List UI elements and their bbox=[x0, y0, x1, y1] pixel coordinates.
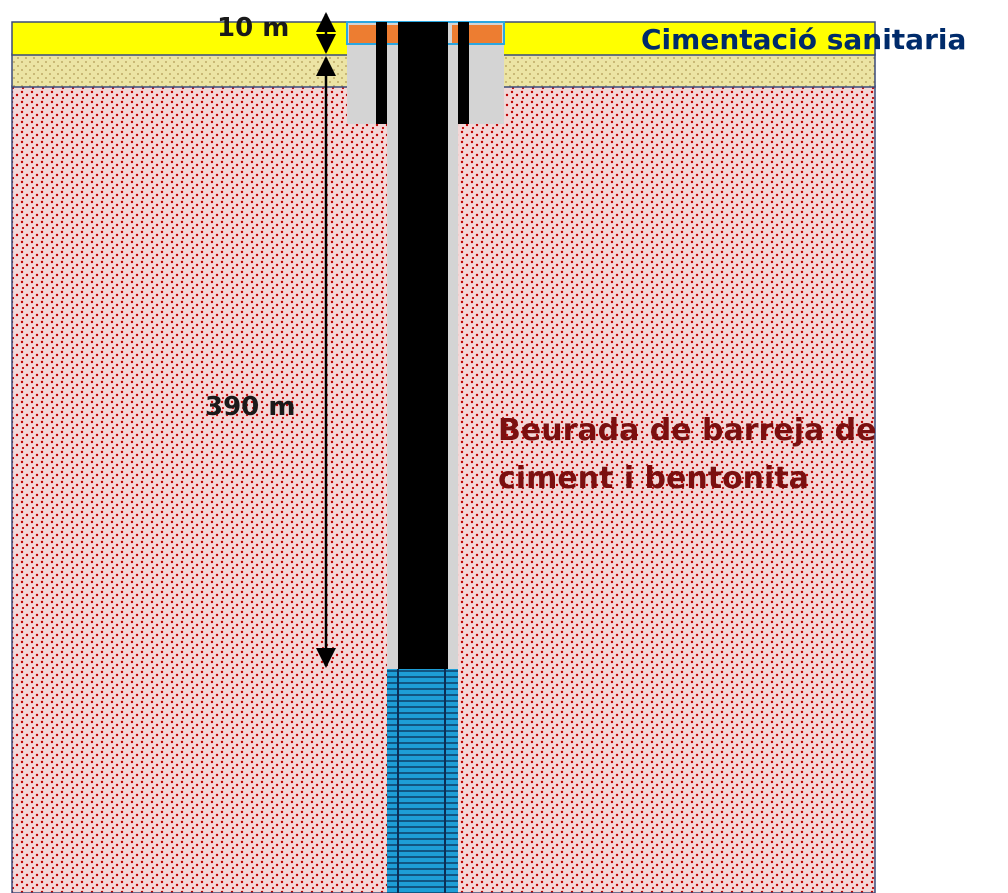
screen-border-right bbox=[444, 669, 446, 893]
sanitary-cement-label: Cimentació sanitaria bbox=[641, 23, 966, 56]
grout-label-line1: Beurada de barreja de bbox=[498, 413, 877, 448]
casing-right bbox=[458, 22, 469, 124]
well-pipe bbox=[398, 22, 448, 672]
screen-border-left bbox=[397, 669, 399, 893]
main-depth-label: 390 m bbox=[205, 392, 295, 422]
casing-left bbox=[376, 22, 387, 124]
grout-label-line2: ciment i bentonita bbox=[498, 461, 809, 496]
top-depth-label: 10 m bbox=[217, 13, 289, 43]
cement-cap-left bbox=[349, 25, 399, 43]
